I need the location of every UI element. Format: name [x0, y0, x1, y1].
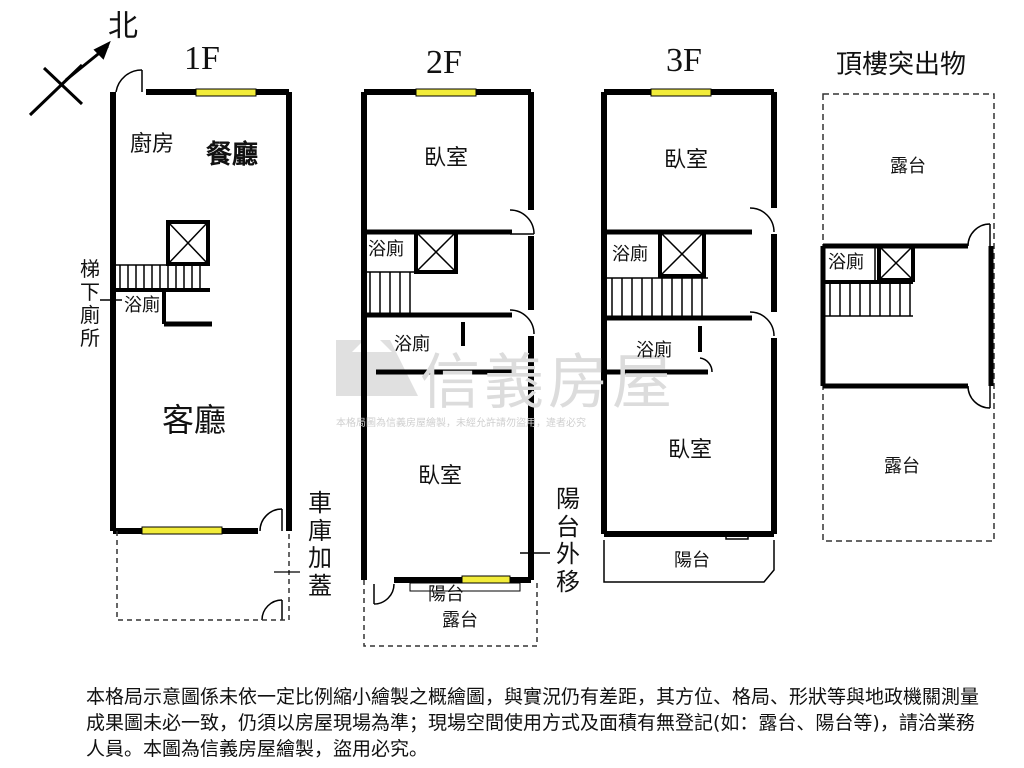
- floor-3f-details: [603, 207, 775, 583]
- room-1f-kitchen: 廚房: [130, 132, 175, 157]
- label-2f-balcony-ext: 陽台外移: [556, 485, 580, 596]
- floor-1f-garage-outline: [116, 531, 290, 621]
- north-arrow-icon: [28, 40, 111, 117]
- room-1f-dining: 餐廳: [206, 140, 259, 170]
- room-roof-terrace-top: 露台: [890, 156, 926, 177]
- room-2f-bath-lower: 浴廁: [394, 334, 430, 355]
- label-1f-garage: 車庫加蓋: [308, 489, 332, 600]
- room-2f-terrace: 露台: [442, 610, 478, 631]
- floor-2f-window-north: [415, 88, 477, 97]
- room-1f-living: 客廳: [162, 401, 227, 439]
- room-3f-bedroom-back: 臥室: [668, 438, 713, 463]
- room-2f-bath-upper: 浴廁: [368, 239, 404, 260]
- floor-1f-window-south: [141, 526, 223, 535]
- room-2f-balcony: 陽台: [428, 584, 464, 605]
- room-3f-balcony: 陽台: [674, 550, 710, 571]
- room-2f-bedroom-front: 臥室: [424, 146, 469, 171]
- north-label: 北: [108, 9, 138, 44]
- room-roof-terrace-bottom: 露台: [884, 456, 920, 477]
- room-roof-bath: 浴廁: [828, 252, 864, 273]
- floor-3f-window-north: [650, 88, 712, 97]
- floor-1f-details: [100, 69, 283, 621]
- room-1f-bath: 浴廁: [124, 295, 160, 316]
- floor-3f-title: 3F: [666, 42, 702, 79]
- floor-1f-window-north: [195, 88, 257, 97]
- room-3f-bedroom-front: 臥室: [664, 148, 709, 173]
- floor-2f-title: 2F: [426, 44, 462, 81]
- disclaimer-text: 本格局示意圖係未依一定比例縮小繪製之概繪圖，與實況仍有差距，其方位、格局、形狀等…: [86, 686, 980, 760]
- floor-roof-walls: [820, 243, 994, 389]
- floor-roof-title: 頂樓突出物: [836, 50, 967, 80]
- floor-2f-balcony-rail: [409, 582, 521, 592]
- room-2f-bedroom-back: 臥室: [418, 464, 463, 489]
- floor-1f-title: 1F: [184, 40, 220, 77]
- watermark-notice: 本格局圖為信義房屋繪製，未經允許請勿盜用，違者必究: [336, 418, 586, 429]
- floor-1f-walls: [110, 89, 292, 534]
- label-1f-under-stairs: 梯下廁所: [80, 257, 100, 350]
- floor-2f-window-south: [461, 575, 511, 584]
- room-3f-bath-upper: 浴廁: [612, 244, 648, 265]
- room-3f-bath-lower: 浴廁: [636, 340, 672, 361]
- floor-2f-details: [364, 209, 550, 605]
- watermark-brand: 信義房屋: [420, 348, 676, 418]
- floor-roof-details: [823, 223, 991, 409]
- floor-2f-terrace-outline: [363, 580, 538, 647]
